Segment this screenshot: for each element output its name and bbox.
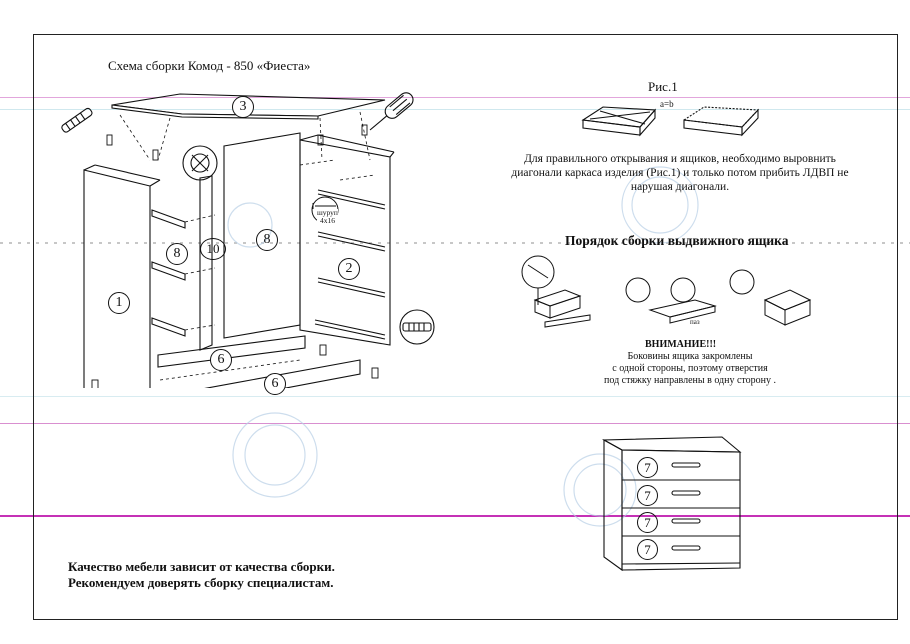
diagonal-equation: a=b — [660, 99, 674, 109]
scan-line-pink-top — [0, 97, 910, 98]
warning-line-1: Боковины ящика закромлены — [627, 351, 753, 362]
scan-line-pink-mid — [0, 423, 910, 424]
screw-callout — [399, 309, 435, 345]
warning-line-2: с одной стороны, поэтому отверстия — [612, 363, 768, 374]
scan-line-magenta — [0, 515, 910, 517]
partition-panel — [199, 175, 213, 351]
screw-label-line-1: шуруп — [317, 208, 338, 217]
part-number-shelf-right: 2 — [338, 258, 360, 280]
left-shelf-1 — [151, 209, 186, 229]
page-frame — [33, 34, 898, 620]
screw-size-label: шуруп 4х16 — [317, 209, 338, 225]
left-shelf-2 — [151, 261, 186, 281]
footer-line-2: Рекомендуем доверять сборку специалистам… — [68, 575, 334, 590]
left-shelf-3 — [151, 317, 186, 337]
diagonal-instruction-text: Для правильного открывания и ящиков, нео… — [511, 153, 849, 193]
cabinet-exploded-view — [61, 92, 435, 388]
footer-line-1: Качество мебели зависит от качества сбор… — [68, 559, 335, 574]
plinth-lower — [204, 359, 361, 388]
groove-label: паз — [690, 318, 700, 326]
part-number-drawer-front-2: 7 — [637, 485, 658, 506]
right-side-panel — [299, 139, 391, 346]
page-title: Схема сборки Комод - 850 «Фиеста» — [108, 58, 311, 73]
left-side-panel — [83, 169, 151, 388]
drawer-section-title: Порядок сборки выдвижного ящика — [565, 233, 789, 248]
warning-title: ВНИМАНИЕ!!! — [645, 339, 717, 350]
part-number-shelf-left: 8 — [166, 243, 188, 265]
part-number-plinth-lower: 6 — [264, 373, 286, 395]
part-number-drawer-front-4: 7 — [637, 539, 658, 560]
part-number-back-panel: 8 — [256, 229, 278, 251]
plinth-upper — [157, 335, 306, 368]
drawer-assembly-steps — [521, 255, 812, 328]
part-number-side-left: 1 — [108, 292, 130, 314]
part-number-plinth-upper: 6 — [210, 349, 232, 371]
part-number-drawer-front-1: 7 — [637, 457, 658, 478]
screw-label-line-2: 4х16 — [319, 216, 335, 225]
part-number-drawer-front-3: 7 — [637, 512, 658, 533]
warning-text: Боковины ящика закромлены с одной сторон… — [575, 351, 805, 387]
figure-1-diagonals — [581, 106, 760, 137]
scan-line-cyan-2 — [0, 396, 910, 397]
cam-lock-callout — [182, 145, 218, 181]
part-number-partition: 10 — [200, 238, 226, 260]
scan-line-grey-dotted — [0, 242, 910, 244]
figure-label: Рис.1 — [648, 79, 678, 94]
part-number-top: 3 — [232, 96, 254, 118]
footer-note: Качество мебели зависит от качества сбор… — [68, 559, 335, 591]
warning-line-3: под стяжку направлены в одну сторону . — [604, 375, 776, 386]
finished-chest-drawing — [601, 436, 742, 572]
scan-line-cyan-1 — [0, 109, 910, 110]
